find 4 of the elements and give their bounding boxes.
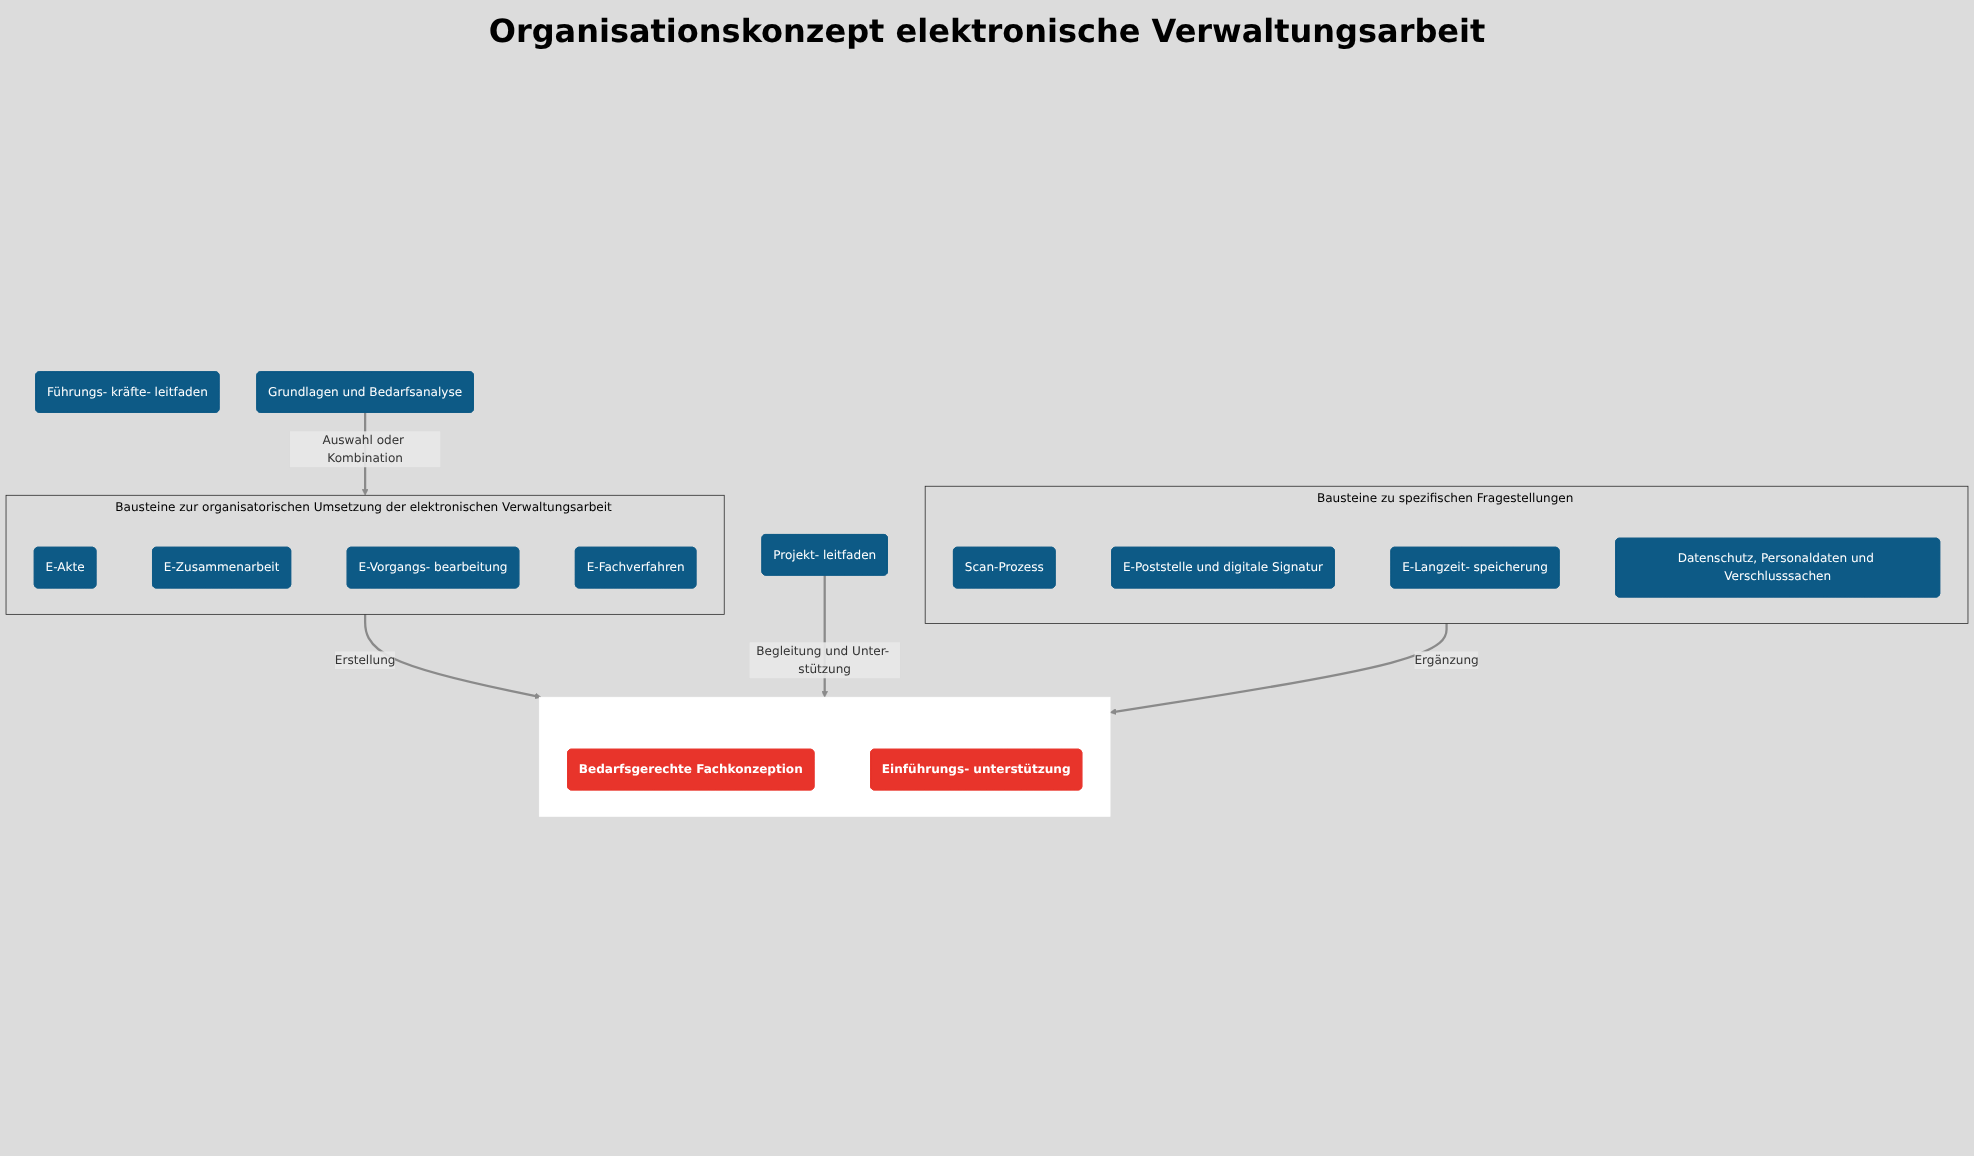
cluster bbox=[538, 696, 1111, 817]
diagram-title: Organisationskonzept elektronische Verwaltungsarbeit bbox=[486, 12, 1488, 50]
arrow bbox=[364, 614, 542, 700]
arrow bbox=[1109, 623, 1448, 715]
